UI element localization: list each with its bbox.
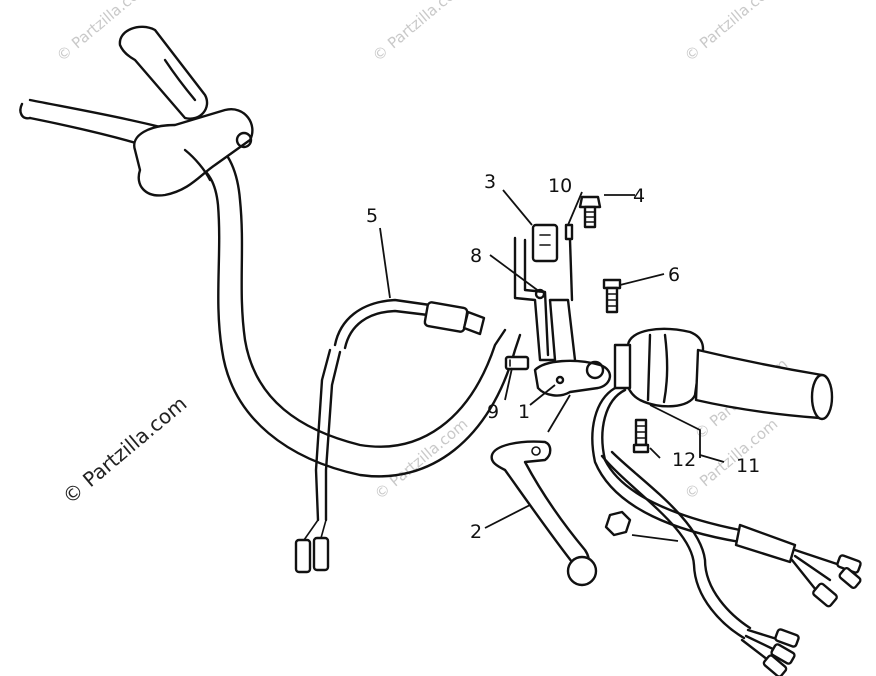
callout-10: 10 (548, 175, 572, 197)
screw-6 (602, 278, 622, 314)
callout-8: 8 (470, 245, 482, 267)
callout-1: 1 (518, 401, 530, 423)
leader-lines (379, 189, 725, 542)
callout-6: 6 (668, 264, 680, 286)
callout-3: 3 (484, 171, 496, 193)
callout-2: 2 (470, 521, 482, 543)
cable-assembly (294, 298, 486, 574)
brake-lever (490, 440, 598, 587)
callout-11: 11 (736, 455, 760, 477)
watermark-left-side: © Partzilla.com (58, 391, 192, 509)
watermark-top-right: © Partzilla.com (681, 0, 781, 65)
callout-12: 12 (672, 449, 696, 471)
nut-7 (604, 510, 632, 537)
lever-perch (533, 359, 612, 397)
callout-9: 9 (487, 401, 499, 423)
wire-harness (591, 386, 862, 676)
right-switch-housing (613, 327, 705, 408)
bolt-4 (578, 195, 602, 229)
watermark-bottom-center: © Partzilla.com (371, 415, 471, 503)
switch-bracket (513, 223, 577, 362)
left-perch (133, 108, 254, 197)
callout-4: 4 (633, 185, 645, 207)
screw-10 (564, 223, 574, 241)
screw-9 (504, 355, 530, 371)
left-grip (118, 25, 209, 120)
handlebar (19, 98, 522, 478)
right-grip (694, 348, 834, 421)
screw-12 (632, 418, 650, 454)
watermark-top-center: © Partzilla.com (369, 0, 469, 65)
callout-5: 5 (366, 205, 378, 227)
